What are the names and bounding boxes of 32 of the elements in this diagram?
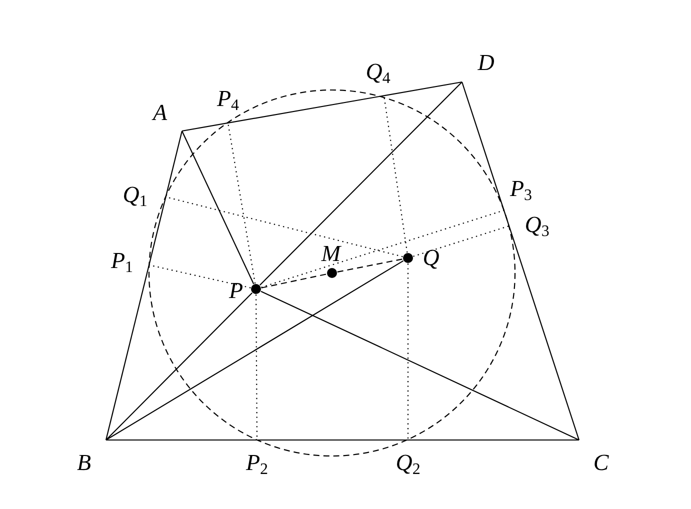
point-label: Q$_{3}$ [524,212,550,240]
line-segment [461,82,580,440]
point-label: M [321,242,341,264]
point-label: P$_{2}$ [246,450,268,478]
dotted-line [148,264,251,288]
point-label: P [228,278,244,302]
line-segment [182,130,254,284]
line-segment [105,130,183,440]
dashed-line [261,274,327,288]
line-segment [106,292,253,440]
point-label: B [76,450,92,474]
point-label: Q [422,246,440,268]
dotted-line [413,225,510,257]
point-label: P$_{1}$ [110,248,134,276]
point-label: P$_{4}$ [216,86,240,114]
dotted-line [227,122,256,284]
line-segment [182,81,462,132]
dotted-line [261,209,506,288]
dotted-line [383,96,408,253]
point-label: C [593,450,609,474]
point-label: Q$_{1}$ [122,182,148,210]
point-label: P$_{3}$ [510,176,532,204]
line-segment [106,439,579,441]
point-label: Q$_{2}$ [396,450,420,478]
line-segment [260,82,462,286]
line-segment [106,260,404,440]
point-label: Q$_{4}$ [366,60,390,86]
line-segment [260,290,580,440]
point-label: D [478,50,494,74]
point-label: A [152,100,168,124]
dotted-line [407,264,409,440]
dashed-line [337,258,403,272]
